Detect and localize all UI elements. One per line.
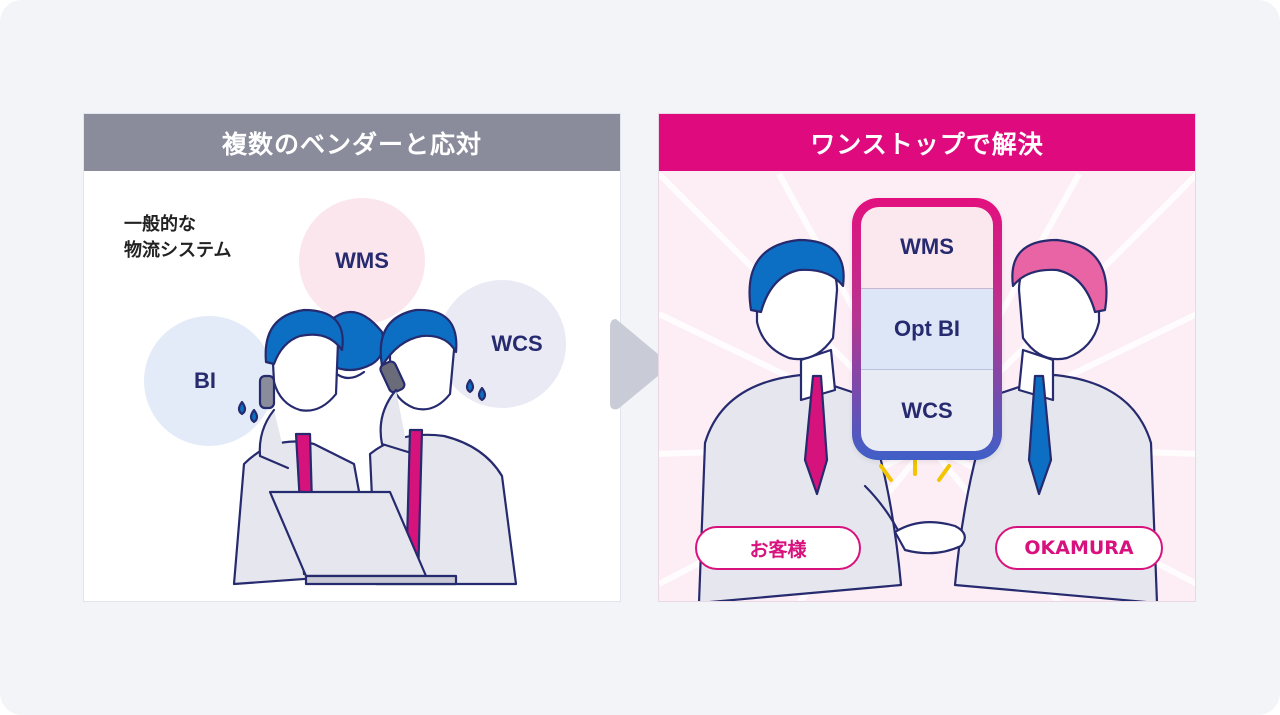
wms-bubble: WMS	[299, 198, 425, 324]
stack-wcs: WCS	[861, 370, 993, 451]
right-person-hair	[379, 308, 458, 368]
stack-opt-bi: Opt BI	[861, 288, 993, 371]
one-stop-system-stack: WMS Opt BI WCS	[852, 198, 1002, 460]
wcs-bubble: WCS	[438, 280, 566, 408]
customer-hair	[748, 238, 845, 314]
right-panel: ワンストップで解決	[658, 113, 1196, 602]
left-panel: 複数のベンダーと応対 一般的な 物流システム WMS WCS BI	[83, 113, 621, 602]
bi-bubble: BI	[144, 316, 274, 446]
okamura-hair	[1011, 238, 1108, 314]
general-system-label: 一般的な 物流システム	[124, 212, 284, 264]
stressed-workers-illustration	[232, 308, 518, 586]
arrow-right-icon	[610, 319, 667, 410]
general-system-line2: 物流システム	[124, 240, 232, 261]
handshake-hands	[893, 521, 966, 555]
wms-bubble-label: WMS	[335, 248, 389, 273]
stack-wms: WMS	[861, 207, 993, 289]
customer-label: お客様	[749, 538, 807, 561]
wcs-bubble-label: WCS	[491, 331, 543, 356]
general-system-line1: 一般的な	[124, 214, 196, 235]
customer-label-pill: お客様	[695, 526, 861, 570]
bi-bubble-label: BI	[194, 368, 216, 393]
left-person-hair	[264, 308, 344, 366]
okamura-label: OKAMURA	[1024, 537, 1134, 559]
handshake-illustration	[697, 238, 1159, 601]
okamura-label-pill: OKAMURA	[995, 526, 1163, 570]
left-panel-title: 複数のベンダーと応対	[84, 114, 620, 171]
right-panel-title: ワンストップで解決	[659, 114, 1195, 171]
